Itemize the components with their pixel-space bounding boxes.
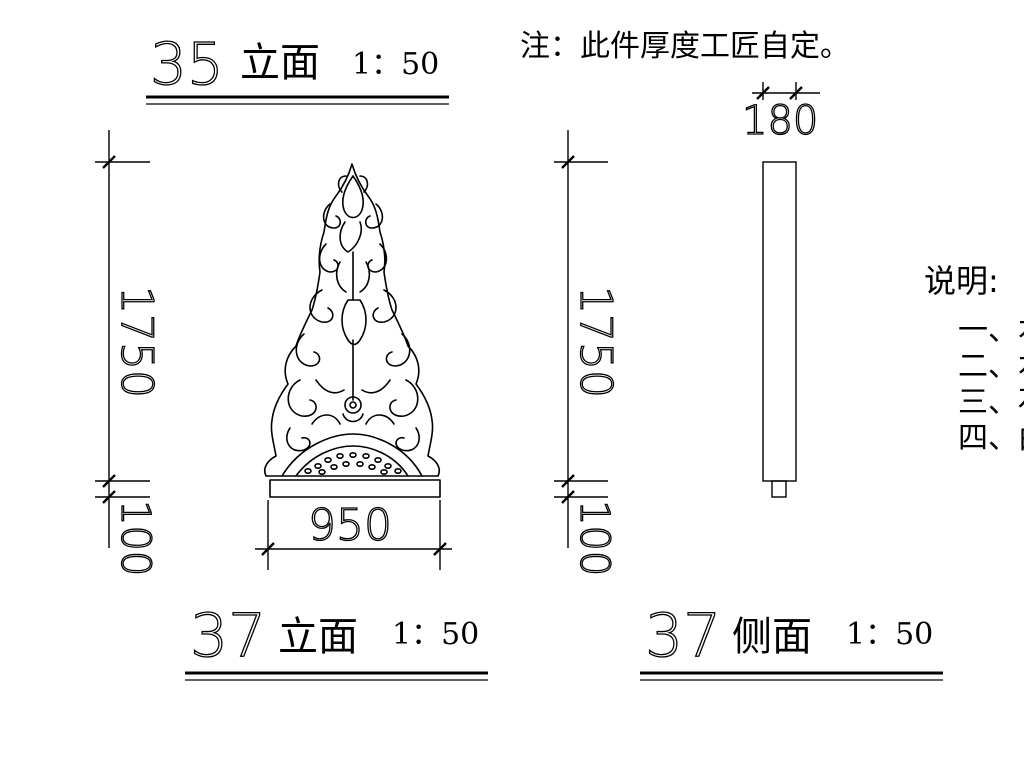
title-block-front: 37 立面 1：50 [185, 600, 488, 681]
title-side-number: 37 [645, 601, 721, 671]
side-height-label: 1750 [570, 286, 621, 398]
explanation-item-2: 二、本 [958, 349, 1024, 384]
title-side-name: 侧面 [732, 614, 812, 660]
side-base-label: 100 [571, 500, 617, 576]
title-block-top: 35 立面 1：50 [146, 29, 449, 105]
title-top-name: 立面 [240, 40, 320, 86]
side-dimension-vertical: 1750 100 [554, 130, 622, 577]
title-side-scale: 1：50 [846, 617, 933, 652]
title-top-scale: 1：50 [352, 47, 439, 82]
explanation-item-1: 一、本 [958, 313, 1024, 348]
title-block-side: 37 侧面 1：50 [640, 600, 943, 681]
explanation-item-3: 三、石 [958, 385, 1024, 420]
front-height-label: 1750 [111, 286, 162, 398]
side-thickness-label: 180 [742, 98, 818, 144]
title-front-name: 立面 [278, 614, 358, 660]
title-front-scale: 1：50 [392, 617, 479, 652]
front-width-label: 950 [308, 500, 392, 551]
side-profile [762, 161, 797, 498]
explanation-block: 说明: 一、本 二、本 三、石 四、由 [924, 262, 1024, 456]
front-dimension-vertical: 1750 100 [95, 130, 163, 577]
title-top-number: 35 [150, 30, 224, 98]
explanation-item-4: 四、由 [958, 421, 1024, 456]
front-base-label: 100 [112, 500, 158, 576]
note-text: 注：此件厚度工匠自定。 [520, 29, 850, 64]
title-front-number: 37 [190, 601, 266, 671]
front-dimension-horizontal: 950 [255, 499, 452, 570]
ornament-elevation [263, 163, 441, 498]
side-dimension-thickness: 180 [741, 82, 820, 145]
explanation-heading: 说明: [924, 262, 999, 300]
